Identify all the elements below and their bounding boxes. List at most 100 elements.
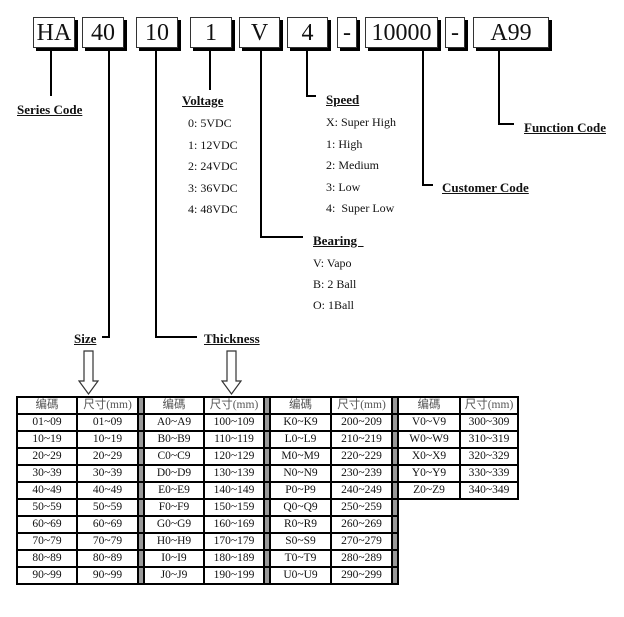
thickness-down-arrow-icon	[221, 350, 243, 396]
code-box-size: 40	[82, 17, 124, 48]
speed-option: 3: Low	[326, 180, 361, 194]
size-mm-cell: 60~69	[76, 515, 139, 534]
group-separator	[263, 549, 271, 568]
code-cell: Q0~Q9	[269, 498, 332, 517]
code-cell: 80~89	[16, 549, 78, 568]
connector-voltage	[209, 51, 211, 90]
code-cell: 50~59	[16, 498, 78, 517]
speed-option: 1: High	[326, 137, 363, 151]
voltage-option: 3: 36VDC	[188, 181, 238, 195]
code-box-dash-1: -	[337, 17, 357, 48]
code-cell: Z0~Z9	[397, 481, 461, 500]
size-mm-cell: 210~219	[330, 430, 393, 449]
size-mm-cell: 90~99	[76, 566, 139, 585]
connector-size-elbow	[102, 336, 110, 338]
column-header-size-mm: 尺寸(mm)	[203, 396, 265, 415]
bearing-heading: Bearing	[313, 233, 364, 248]
size-down-arrow-icon	[78, 350, 100, 396]
group-separator	[263, 413, 271, 432]
size-mm-cell: 250~259	[330, 498, 393, 517]
group-separator	[391, 413, 399, 432]
voltage-heading: Voltage	[182, 93, 224, 108]
group-separator	[137, 447, 145, 466]
group-separator	[137, 430, 145, 449]
code-cell: M0~M9	[269, 447, 332, 466]
empty-cell	[460, 533, 518, 550]
code-cell: L0~L9	[269, 430, 332, 449]
group-separator	[263, 498, 271, 517]
size-mm-cell: 200~209	[330, 413, 393, 432]
empty-cell	[398, 567, 460, 584]
group-separator	[391, 498, 399, 517]
size-mm-cell: 40~49	[76, 481, 139, 500]
code-cell: G0~G9	[143, 515, 205, 534]
code-box-series: HA	[33, 17, 75, 48]
code-cell: J0~J9	[143, 566, 205, 585]
code-box-function: A99	[473, 17, 549, 48]
group-separator	[263, 566, 271, 585]
group-separator	[137, 515, 145, 534]
size-mm-cell: 310~319	[459, 430, 519, 449]
function-code-heading: Function Code	[524, 120, 606, 135]
code-cell: 70~79	[16, 532, 78, 551]
size-mm-cell: 330~339	[459, 464, 519, 483]
code-cell: E0~E9	[143, 481, 205, 500]
code-cell: S0~S9	[269, 532, 332, 551]
connector-speed	[306, 51, 308, 97]
group-separator	[137, 464, 145, 483]
empty-cell	[398, 550, 460, 567]
column-header-size-mm: 尺寸(mm)	[76, 396, 139, 415]
code-box-dash-2: -	[445, 17, 465, 48]
group-separator	[137, 532, 145, 551]
code-box-thickness: 10	[136, 17, 178, 48]
bearing-option: V: Vapo	[313, 256, 352, 270]
group-separator	[391, 566, 399, 585]
code-cell: P0~P9	[269, 481, 332, 500]
size-mm-cell: 260~269	[330, 515, 393, 534]
size-heading: Size	[74, 331, 97, 346]
size-mm-cell: 20~29	[76, 447, 139, 466]
column-header-code: 编碼	[269, 396, 332, 415]
code-cell: T0~T9	[269, 549, 332, 568]
size-mm-cell: 160~169	[203, 515, 265, 534]
code-cell: 30~39	[16, 464, 78, 483]
connector-function	[498, 51, 500, 125]
size-mm-cell: 180~189	[203, 549, 265, 568]
size-mm-cell: 240~249	[330, 481, 393, 500]
group-separator	[391, 396, 399, 415]
table-header-row: 编碼尺寸(mm)编碼尺寸(mm)编碼尺寸(mm)编碼尺寸(mm)	[16, 396, 519, 415]
size-mm-cell: 10~19	[76, 430, 139, 449]
code-cell: X0~X9	[397, 447, 461, 466]
code-cell: 90~99	[16, 566, 78, 585]
connector-customer-elbow	[422, 184, 433, 186]
column-header-size-mm: 尺寸(mm)	[459, 396, 519, 415]
code-cell: 20~29	[16, 447, 78, 466]
connector-thickness-elbow	[155, 336, 197, 338]
code-cell: V0~V9	[397, 413, 461, 432]
size-mm-cell: 120~129	[203, 447, 265, 466]
code-cell: C0~C9	[143, 447, 205, 466]
speed-option: 4: Super Low	[326, 201, 395, 215]
code-cell: W0~W9	[397, 430, 461, 449]
code-cell: N0~N9	[269, 464, 332, 483]
group-separator	[137, 396, 145, 415]
code-cell: 40~49	[16, 481, 78, 500]
code-cell: 60~69	[16, 515, 78, 534]
connector-series	[50, 51, 52, 96]
empty-cell	[398, 499, 460, 516]
connector-function-elbow	[498, 123, 514, 125]
group-separator	[137, 481, 145, 500]
group-separator	[391, 447, 399, 466]
column-header-code: 编碼	[16, 396, 78, 415]
size-mm-cell: 270~279	[330, 532, 393, 551]
size-mm-cell: 320~329	[459, 447, 519, 466]
code-box-speed: 4	[287, 17, 328, 48]
size-mm-cell: 110~119	[203, 430, 265, 449]
